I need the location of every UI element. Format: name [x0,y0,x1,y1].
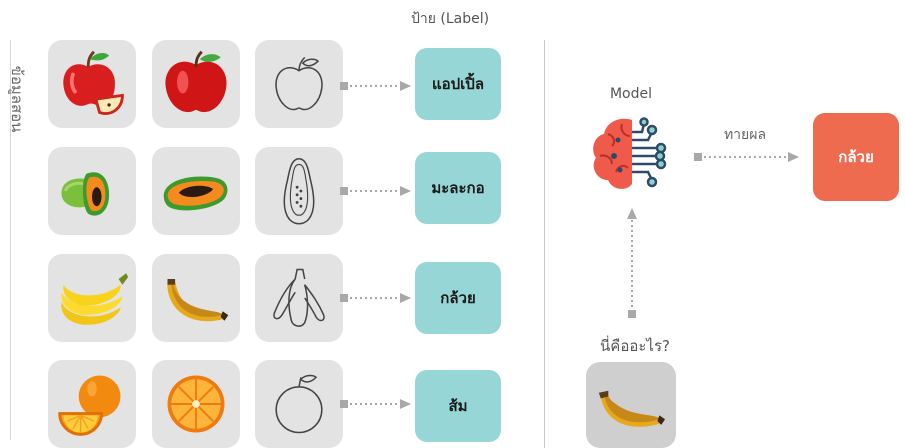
arrow-right-icon [340,80,412,92]
papaya-half-image [48,147,136,235]
arrow-right-icon [340,292,412,304]
banana-outline-icon [255,254,343,342]
papaya-image [152,147,240,235]
model-title: Model [609,86,653,102]
arrow-up-icon [626,208,638,320]
arrow-right-icon [340,398,412,410]
apple-outline-icon [255,40,343,128]
banana-bunch-image [48,254,136,342]
ripe-banana-image [152,254,240,342]
predict-label: ทายผล [723,127,767,143]
label-papaya: มะละกอ [415,152,501,224]
training-data-bracket [10,40,11,440]
training-data-label: ข้อมูลสอน [8,65,26,133]
orange-slice-image [48,360,136,448]
orange-cross-section-image [152,360,240,448]
arrow-right-icon [694,151,800,163]
papaya-outline-icon [255,147,343,235]
apple-image [152,40,240,128]
arrow-right-icon [340,185,412,197]
label-apple: แอปเปิ้ล [415,48,501,120]
label-banana: กล้วย [415,262,501,334]
query-question: นี่คืออะไร? [600,337,670,355]
label-orange: ส้ม [415,370,501,442]
section-divider [544,40,545,448]
prediction-result: กล้วย [813,113,899,201]
orange-outline-icon [255,360,343,448]
apple-slice-image [48,40,136,128]
brain-circuit-icon [586,110,678,202]
query-banana-image [586,362,676,448]
label-column-title: ป้าย (Label) [410,11,490,27]
